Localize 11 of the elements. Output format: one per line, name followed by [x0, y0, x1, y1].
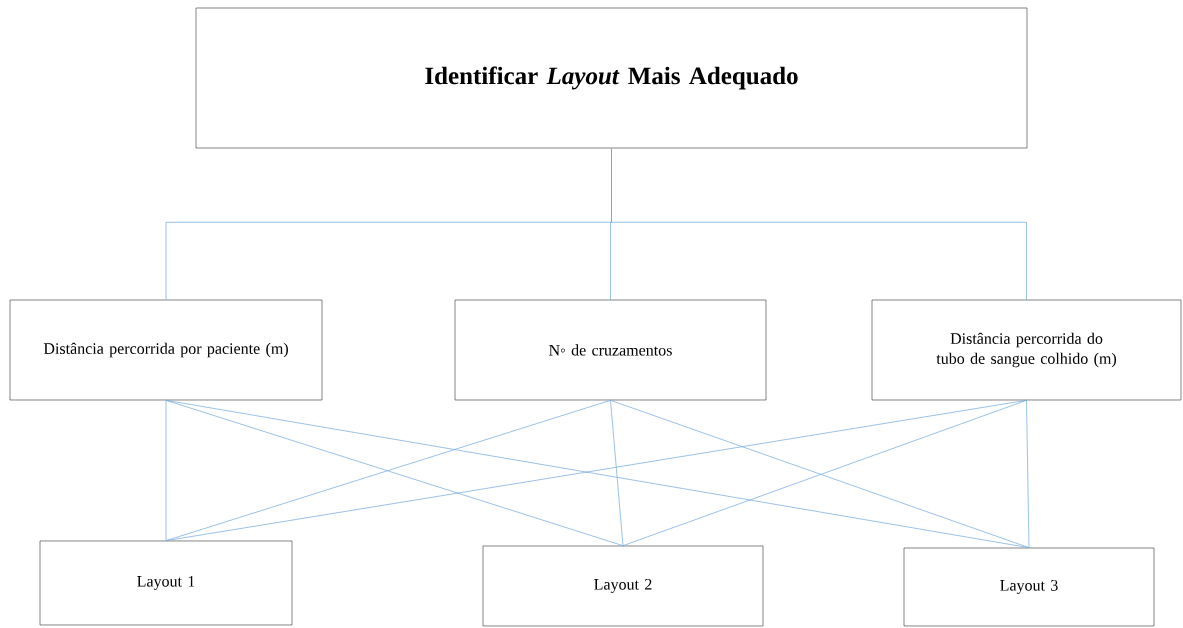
criterion-box: N◦ de cruzamentos	[454, 299, 767, 401]
connector-line	[165, 399, 167, 542]
alternative-box: Layout 2	[482, 545, 764, 627]
goal-box: Identificar Layout Mais Adequado	[195, 7, 1028, 149]
alternative-box: Layout 1	[39, 540, 293, 626]
criterion-box: Distância percorrida por paciente (m)	[9, 299, 323, 401]
criterion-box: Distância percorrida do tubo de sangue colhido (m)	[871, 299, 1182, 401]
connector-line	[611, 147, 1027, 301]
connector-line	[1026, 399, 1030, 549]
connector-line	[610, 399, 624, 547]
alternative-box: Layout 3	[903, 547, 1155, 627]
